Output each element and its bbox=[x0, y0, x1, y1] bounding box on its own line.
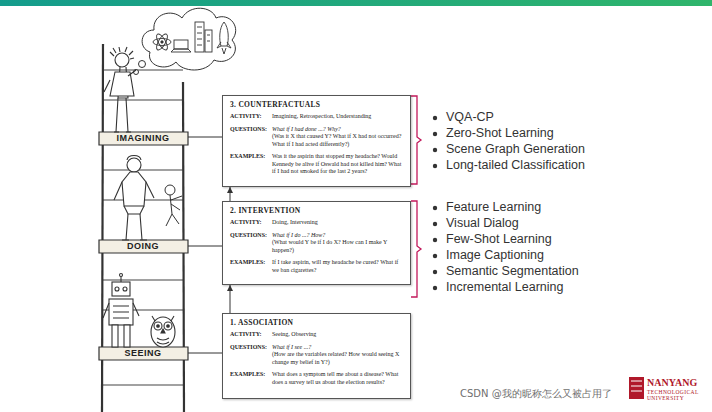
rung-box: 1. ASSOCIATION ACTIVITY:Seeing, Observing… bbox=[222, 313, 411, 399]
row-value: (How are the variables related? How woul… bbox=[272, 351, 404, 366]
bullet bbox=[433, 270, 437, 274]
row-value: Seeing, Observing bbox=[272, 331, 404, 339]
box-heading: 1. ASSOCIATION bbox=[230, 318, 404, 327]
rung-box: 3. COUNTERFACTUALS ACTIVITY:Imagining, Re… bbox=[222, 95, 411, 187]
box-heading: 3. COUNTERFACTUALS bbox=[230, 100, 404, 109]
list-item: Visual Dialog bbox=[446, 216, 519, 231]
robot-figure bbox=[103, 274, 139, 348]
watermark: CSDN @我的昵称怎么又被占用了 bbox=[460, 388, 612, 400]
list-item: Few-Shot Learning bbox=[446, 232, 552, 247]
bullet bbox=[433, 238, 437, 242]
row-value: Was it the aspirin that stopped my heada… bbox=[272, 153, 404, 176]
row-values: Was it the aspirin that stopped my heada… bbox=[272, 153, 404, 176]
box-row: QUESTIONS:What if I had done ...? Why?(W… bbox=[230, 126, 404, 149]
row-label: QUESTIONS: bbox=[230, 126, 272, 149]
thought-bubble bbox=[134, 8, 236, 74]
row-values: Seeing, Observing bbox=[272, 331, 404, 339]
box-row: QUESTIONS:What if I do ...? How?(What wo… bbox=[230, 232, 404, 255]
list-item: Semantic Segmentation bbox=[446, 264, 579, 279]
logo-text: TECHNOLOGICAL bbox=[647, 389, 699, 395]
ladder-rungs bbox=[103, 70, 183, 385]
thought-icons bbox=[153, 22, 231, 54]
box-row: ACTIVITY:Seeing, Observing bbox=[230, 331, 404, 339]
row-label: EXAMPLES: bbox=[230, 153, 272, 176]
row-value: What if I had done ...? Why? bbox=[272, 126, 404, 134]
rung-label: DOING bbox=[125, 241, 161, 252]
ladder-planks bbox=[99, 132, 188, 360]
row-label: EXAMPLES: bbox=[230, 371, 272, 386]
row-values: What if I do ...? How?(What would Y be i… bbox=[272, 232, 404, 255]
logo-text: UNIVERSITY bbox=[647, 395, 684, 401]
brackets bbox=[411, 96, 421, 297]
owl-figure bbox=[151, 316, 175, 347]
bullet bbox=[433, 116, 437, 120]
top-bar bbox=[0, 0, 712, 6]
connector-arrow bbox=[227, 187, 233, 201]
row-value: Imagining, Retrospection, Understanding bbox=[272, 113, 404, 121]
rung bbox=[103, 169, 183, 170]
rung bbox=[103, 69, 183, 70]
row-value: (Was it X that caused Y? What if X had n… bbox=[272, 133, 404, 148]
row-values: What does a symptom tell me about a dise… bbox=[272, 371, 404, 386]
row-value: What if I see ...? bbox=[272, 344, 404, 352]
box-row: EXAMPLES:What does a symptom tell me abo… bbox=[230, 371, 404, 386]
leader-lines bbox=[188, 137, 222, 353]
list-item: VQA-CP bbox=[446, 110, 494, 125]
bullet bbox=[433, 132, 437, 136]
row-value: If I take aspirin, will my headache be c… bbox=[272, 259, 404, 274]
bullet bbox=[433, 254, 437, 258]
row-label: QUESTIONS: bbox=[230, 344, 272, 367]
bullets bbox=[433, 116, 437, 290]
bullet bbox=[433, 206, 437, 210]
imagining-figure bbox=[104, 47, 136, 132]
row-value: Doing, Intervening bbox=[272, 219, 404, 227]
box-row: EXAMPLES:Was it the aspirin that stopped… bbox=[230, 153, 404, 176]
ntu-crest bbox=[629, 377, 644, 399]
row-value: (What would Y be if I do X? How can I ma… bbox=[272, 239, 404, 254]
connector-arrow bbox=[227, 285, 233, 313]
row-values: What if I had done ...? Why?(Was it X th… bbox=[272, 126, 404, 149]
row-label: ACTIVITY: bbox=[230, 219, 272, 227]
list-item: Scene Graph Generation bbox=[446, 142, 585, 157]
list-item: Incremental Learning bbox=[446, 280, 563, 295]
rung bbox=[103, 99, 183, 100]
rung-label: SEEING bbox=[122, 348, 163, 359]
rung-box: 2. INTERVENTION ACTIVITY:Doing, Interveni… bbox=[222, 201, 411, 285]
rung-label: IMAGINING bbox=[115, 133, 172, 144]
climbing-child bbox=[165, 185, 182, 226]
row-value: What does a symptom tell me about a dise… bbox=[272, 371, 404, 386]
box-row: EXAMPLES:If I take aspirin, will my head… bbox=[230, 259, 404, 274]
row-value: What if I do ...? How? bbox=[272, 232, 404, 240]
row-values: Doing, Intervening bbox=[272, 219, 404, 227]
row-label: EXAMPLES: bbox=[230, 259, 272, 274]
row-label: ACTIVITY: bbox=[230, 331, 272, 339]
list-item: Zero-Shot Learning bbox=[446, 126, 554, 141]
bullet bbox=[433, 222, 437, 226]
row-label: ACTIVITY: bbox=[230, 113, 272, 121]
box-row: QUESTIONS:What if I see ...?(How are the… bbox=[230, 344, 404, 367]
rung bbox=[103, 279, 183, 280]
bullet bbox=[433, 286, 437, 290]
box-row: ACTIVITY:Doing, Intervening bbox=[230, 219, 404, 227]
rung bbox=[103, 384, 183, 385]
box-row: ACTIVITY:Imagining, Retrospection, Under… bbox=[230, 113, 404, 121]
logo-text: NANYANG bbox=[647, 377, 697, 388]
list-item: Image Captioning bbox=[446, 248, 544, 263]
list-item: Feature Learning bbox=[446, 200, 541, 215]
row-values: If I take aspirin, will my headache be c… bbox=[272, 259, 404, 274]
doing-figure bbox=[114, 156, 154, 241]
box-heading: 2. INTERVENTION bbox=[230, 206, 404, 215]
row-values: What if I see ...?(How are the variables… bbox=[272, 344, 404, 367]
bullet bbox=[433, 148, 437, 152]
list-item: Long-tailed Classification bbox=[446, 158, 585, 173]
row-label: QUESTIONS: bbox=[230, 232, 272, 255]
row-values: Imagining, Retrospection, Understanding bbox=[272, 113, 404, 121]
bullet bbox=[433, 164, 437, 168]
